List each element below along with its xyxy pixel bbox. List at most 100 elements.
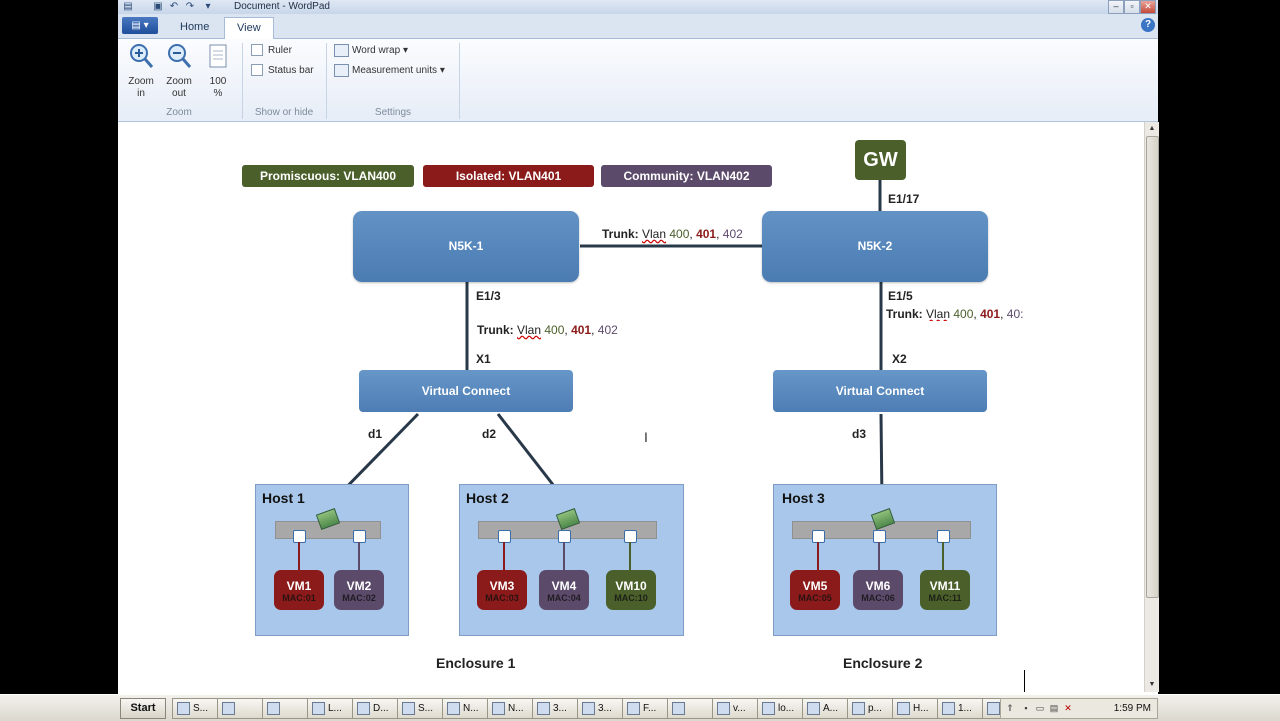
taskbar-button[interactable]: H... bbox=[892, 698, 938, 719]
scrollbar-thumb[interactable] bbox=[1146, 136, 1159, 598]
settings-group-label: Settings bbox=[374, 107, 412, 118]
taskbar-button-label: 1... bbox=[958, 703, 972, 714]
vlan401: 401 bbox=[571, 323, 592, 337]
minimize-button[interactable]: – bbox=[1108, 0, 1124, 14]
taskbar-button[interactable]: 3... bbox=[577, 698, 623, 719]
taskbar-button[interactable]: 3... bbox=[532, 698, 578, 719]
zoom-in-button[interactable]: Zoom in bbox=[124, 42, 158, 100]
network-icon[interactable]: ▪ bbox=[1024, 703, 1028, 713]
vertical-scrollbar[interactable]: ▲ ▼ bbox=[1144, 122, 1159, 692]
clock[interactable]: 1:59 PM bbox=[1113, 703, 1151, 714]
taskbar-app-icon bbox=[942, 701, 955, 715]
status-bar-check-icon bbox=[251, 64, 263, 77]
close-button[interactable]: ✕ bbox=[1140, 0, 1156, 14]
document-area[interactable]: Promiscuous: VLAN400 Isolated: VLAN401 C… bbox=[118, 122, 1144, 692]
scroll-up-icon[interactable]: ▲ bbox=[1148, 125, 1156, 132]
measurement-units-button[interactable]: Measurement units ▾ bbox=[334, 64, 445, 78]
zoom-group-label: Zoom bbox=[166, 107, 192, 118]
enclosure-2-label: Enclosure 2 bbox=[843, 655, 923, 671]
vm-name: VM11 bbox=[929, 579, 961, 593]
taskbar-app-icon bbox=[582, 701, 595, 715]
taskbar-app-icon bbox=[537, 701, 550, 715]
vm-name: VM2 bbox=[346, 579, 372, 593]
taskbar-button[interactable]: F... bbox=[622, 698, 668, 719]
application-menu-button[interactable]: ▤ ▾ bbox=[122, 17, 158, 34]
vm2: VM2 MAC:02 bbox=[334, 570, 384, 610]
redo-icon[interactable]: ↷ bbox=[185, 1, 195, 12]
title-bar: ▤ ▣ ↶ ↷ ▾ Document - WordPad – ▫ ✕ bbox=[118, 0, 1158, 14]
taskbar-app-icon bbox=[267, 701, 280, 715]
taskbar-button[interactable]: A... bbox=[802, 698, 848, 719]
trunk-left-label: Trunk: Vlan 400, 401, 402 bbox=[477, 323, 618, 337]
vm11: VM11 MAC:11 bbox=[920, 570, 970, 610]
zoom-in-icon bbox=[130, 44, 154, 68]
monitor-icon[interactable]: ▭ bbox=[1035, 703, 1045, 713]
taskbar-button[interactable]: S... bbox=[397, 698, 443, 719]
tab-home[interactable]: Home bbox=[180, 21, 210, 33]
taskbar-button[interactable]: S... bbox=[172, 698, 218, 719]
taskbar-button-label: S... bbox=[418, 703, 434, 714]
taskbar-button[interactable]: p... bbox=[847, 698, 893, 719]
taskbar-button[interactable] bbox=[667, 698, 713, 719]
taskbar-button[interactable]: N... bbox=[487, 698, 533, 719]
vm-name: VM10 bbox=[615, 579, 647, 593]
zoom-100-button[interactable]: 100 % bbox=[201, 42, 235, 100]
ruler-checkbox[interactable]: Ruler bbox=[251, 44, 292, 58]
ruler-label: Ruler bbox=[268, 45, 292, 56]
port-x1-label: X1 bbox=[476, 352, 491, 366]
trunk-prefix: Trunk: bbox=[477, 323, 518, 337]
taskbar-button[interactable] bbox=[262, 698, 308, 719]
scroll-down-icon[interactable]: ▼ bbox=[1148, 681, 1156, 688]
taskbar-button[interactable]: 1... bbox=[937, 698, 983, 719]
zoom-out-button[interactable]: Zoom out bbox=[162, 42, 196, 100]
trunk-right-label: Trunk: Vlan 400, 401, 40: bbox=[886, 307, 1024, 321]
d2-label: d2 bbox=[482, 427, 497, 441]
customize-qat-icon[interactable]: ▾ bbox=[205, 1, 211, 12]
vm-name: VM4 bbox=[551, 579, 577, 593]
save-icon[interactable]: ▣ bbox=[153, 1, 163, 12]
taskbar-button-label: N... bbox=[508, 703, 524, 714]
taskbar-button[interactable] bbox=[217, 698, 263, 719]
start-button[interactable]: Start bbox=[120, 698, 166, 719]
taskbar-button[interactable]: lo... bbox=[757, 698, 803, 719]
taskbar-button[interactable]: N... bbox=[442, 698, 488, 719]
taskbar-button-label: 3... bbox=[553, 703, 567, 714]
vlan401: 401 bbox=[696, 227, 717, 241]
trunk-prefix: Trunk: bbox=[886, 307, 927, 321]
volume-muted-icon[interactable]: ✕ bbox=[1064, 703, 1072, 713]
zoom-out-label: Zoom out bbox=[166, 76, 192, 99]
port-e117-label: E1/17 bbox=[888, 192, 920, 206]
ibeam-cursor-icon: I bbox=[644, 429, 648, 445]
vm-mac: MAC:01 bbox=[282, 593, 316, 603]
sep: , bbox=[564, 323, 572, 337]
app-icon[interactable]: ▤ bbox=[123, 1, 133, 12]
port-x2-label: X2 bbox=[892, 352, 907, 366]
word-wrap-button[interactable]: Word wrap ▾ bbox=[334, 44, 408, 58]
taskbar-app-icon bbox=[402, 701, 415, 715]
host-1: Host 1 VM1 MAC:01 VM2 MAC:02 bbox=[255, 484, 409, 636]
help-icon[interactable]: ? bbox=[1141, 18, 1155, 32]
word-wrap-icon bbox=[334, 44, 349, 57]
taskbar-button[interactable]: v... bbox=[712, 698, 758, 719]
host-2: Host 2 VM3 MAC:03 VM4 MAC:04 VM10 MAC:10 bbox=[459, 484, 684, 636]
taskbar-button[interactable]: D... bbox=[352, 698, 398, 719]
taskbar-button-label: N... bbox=[463, 703, 479, 714]
taskbar-app-icon bbox=[222, 701, 235, 715]
virtual-connect-1: Virtual Connect bbox=[359, 370, 573, 412]
display-icon[interactable]: ▤ bbox=[1049, 703, 1059, 713]
connection-lines bbox=[328, 180, 884, 506]
vm5: VM5 MAC:05 bbox=[790, 570, 840, 610]
taskbar-button-label: A... bbox=[823, 703, 839, 714]
show-hidden-icon[interactable]: ⇑ bbox=[1006, 703, 1014, 713]
taskbar-app-icon bbox=[312, 701, 325, 715]
tab-view[interactable]: View bbox=[224, 17, 274, 39]
enclosure-1-label: Enclosure 1 bbox=[436, 655, 516, 671]
undo-icon[interactable]: ↶ bbox=[169, 1, 179, 12]
wordpad-window: ▤ ▣ ↶ ↷ ▾ Document - WordPad – ▫ ✕ ▤ ▾ H… bbox=[118, 0, 1159, 694]
maximize-button[interactable]: ▫ bbox=[1124, 0, 1140, 14]
taskbar-app-icon bbox=[807, 701, 820, 715]
vm6-link bbox=[878, 542, 880, 570]
status-bar-checkbox[interactable]: Status bar bbox=[251, 64, 314, 78]
taskbar-button[interactable]: L... bbox=[307, 698, 353, 719]
taskbar-button-label: v... bbox=[733, 703, 746, 714]
